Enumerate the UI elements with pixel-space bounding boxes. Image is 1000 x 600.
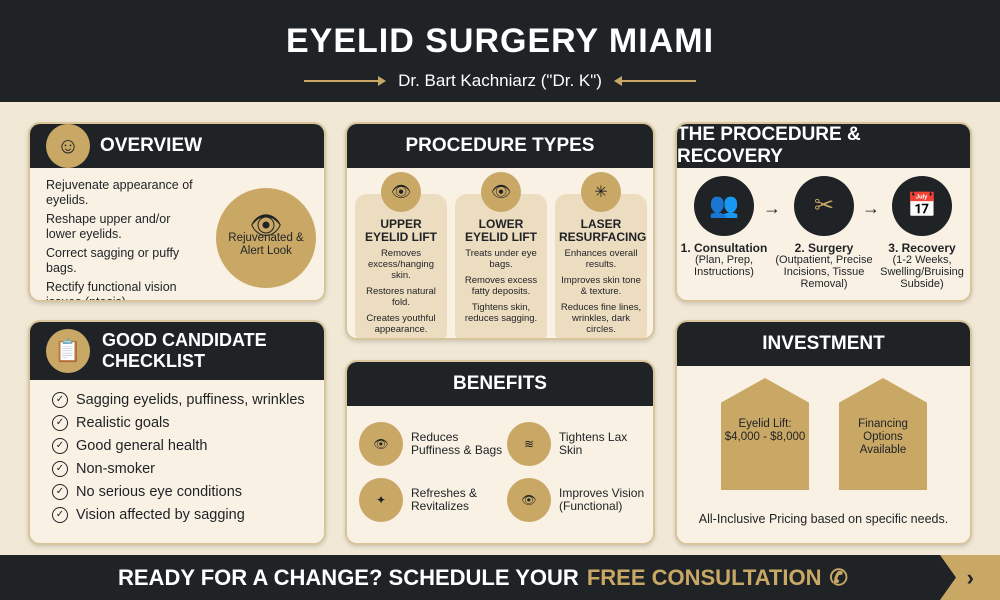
surgery-icon: ✂ <box>794 176 854 236</box>
lower-eye-icon: 👁 <box>481 172 521 212</box>
rejuvenated-badge: 👁Rejuvenated & Alert Look <box>216 188 316 288</box>
price-tag: Eyelid Lift: $4,000 - $8,000 <box>721 378 809 490</box>
checklist-item: ✓No serious eye conditions <box>52 480 324 503</box>
checklist-panel: 📋 GOOD CANDIDATE CHECKLIST ✓Sagging eyeli… <box>28 320 326 545</box>
procedure-types-title: PROCEDURE TYPES <box>347 124 653 168</box>
sparkle-eye-icon: ✦ <box>359 478 403 522</box>
checklist-title: GOOD CANDIDATE CHECKLIST <box>102 330 267 371</box>
recovery-title: THE PROCEDURE & RECOVERY <box>677 124 970 168</box>
checklist-item: ✓Realistic goals <box>52 411 324 434</box>
benefit-item: 👁Reduces Puffiness & Bags <box>359 422 506 466</box>
eye-icon: 👁 <box>249 209 283 240</box>
header: EYELID SURGERY MIAMI Dr. Bart Kachniarz … <box>0 0 1000 102</box>
investment-note: All-Inclusive Pricing based on specific … <box>698 512 949 526</box>
benefit-item: ≋Tightens Lax Skin <box>507 422 629 466</box>
phone-icon: ✆ <box>829 564 848 590</box>
check-icon: ✓ <box>52 460 68 477</box>
benefits-title: BENEFITS <box>347 362 653 406</box>
arrow-left-icon <box>613 76 696 86</box>
upper-eye-icon: 👁 <box>381 172 421 212</box>
overview-panel: ☺ OVERVIEW Rejuvenate appearance of eyeli… <box>28 122 326 302</box>
overview-title: OVERVIEW <box>100 135 203 156</box>
overview-item: Reshape upper and/or lower eyelids. <box>46 212 171 241</box>
step-recovery: 📅3. Recovery(1-2 Weeks, Swelling/Bruisin… <box>867 176 970 290</box>
checklist-item: ✓Good general health <box>52 434 324 457</box>
step-consultation: 👥1. Consultation(Plan, Prep, Instruction… <box>677 176 779 278</box>
check-icon: ✓ <box>52 506 68 523</box>
check-icon: ✓ <box>52 391 68 408</box>
vision-icon: 👁 <box>507 478 551 522</box>
step-surgery: ✂2. Surgery(Outpatient, Precise Incision… <box>769 176 879 290</box>
overview-item: Rejuvenate appearance of eyelids. <box>46 178 193 207</box>
arrow-icon: → <box>763 198 781 218</box>
laser-icon: ✳ <box>581 172 621 212</box>
eye-icon: 👁 <box>359 422 403 466</box>
calendar-icon: 📅 <box>892 176 952 236</box>
benefits-panel: BENEFITS 👁Reduces Puffiness & Bags ≋Tigh… <box>345 360 655 545</box>
next-chevron-icon[interactable]: › <box>940 555 1000 600</box>
check-icon: ✓ <box>52 483 68 500</box>
skin-icon: ≋ <box>507 422 551 466</box>
check-icon: ✓ <box>52 414 68 431</box>
investment-panel: INVESTMENT Eyelid Lift: $4,000 - $8,000 … <box>675 320 972 545</box>
checklist-item: ✓Sagging eyelids, puffiness, wrinkles <box>52 388 324 411</box>
checklist-item: ✓Non-smoker <box>52 457 324 480</box>
clipboard-icon: 📋 <box>46 329 90 373</box>
subtitle: Dr. Bart Kachniarz ("Dr. K") <box>398 71 602 90</box>
checklist-item: ✓Vision affected by sagging <box>52 503 324 526</box>
overview-item: Correct sagging or puffy bags. <box>46 246 180 275</box>
face-icon: ☺ <box>46 124 90 168</box>
arrow-icon: → <box>862 198 880 218</box>
consultation-icon: 👥 <box>694 176 754 236</box>
arrow-right-icon <box>304 76 387 86</box>
investment-title: INVESTMENT <box>677 322 970 366</box>
overview-item: Rectify functional vision issues (ptosis… <box>46 280 177 302</box>
financing-tag: Financing Options Available <box>839 378 927 490</box>
page-title: EYELID SURGERY MIAMI <box>285 22 715 60</box>
benefit-item: ✦Refreshes & Revitalizes <box>359 478 491 522</box>
recovery-panel: THE PROCEDURE & RECOVERY 👥1. Consultatio… <box>675 122 972 302</box>
check-icon: ✓ <box>52 437 68 454</box>
benefit-item: 👁Improves Vision (Functional) <box>507 478 653 522</box>
